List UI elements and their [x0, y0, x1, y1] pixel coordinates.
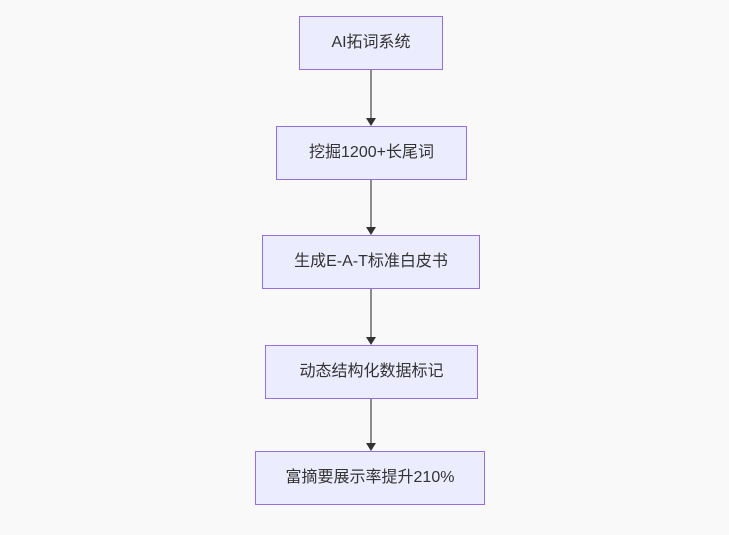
flow-node-label: 生成E-A-T标准白皮书 [294, 253, 448, 271]
flow-node-eat-whitepaper: 生成E-A-T标准白皮书 [262, 235, 480, 289]
flow-node-longtail-mining: 挖掘1200+长尾词 [276, 126, 467, 180]
flow-node-rich-snippet-result: 富摘要展示率提升210% [255, 451, 485, 505]
flow-node-label: 富摘要展示率提升210% [285, 469, 455, 487]
edge-line [370, 70, 372, 118]
flow-node-label: 挖掘1200+长尾词 [309, 144, 434, 162]
flow-node-label: 动态结构化数据标记 [299, 363, 444, 381]
flow-node-structured-data-markup: 动态结构化数据标记 [265, 345, 478, 399]
flow-node-label: AI拓词系统 [331, 34, 411, 52]
edge-line [370, 180, 372, 227]
arrow-head [366, 227, 376, 235]
edge-line [370, 399, 372, 443]
edge-line [370, 289, 372, 337]
arrow-head [366, 443, 376, 451]
arrow-head [366, 337, 376, 345]
flow-node-ai-keyword-system: AI拓词系统 [299, 16, 443, 70]
arrow-head [366, 118, 376, 126]
